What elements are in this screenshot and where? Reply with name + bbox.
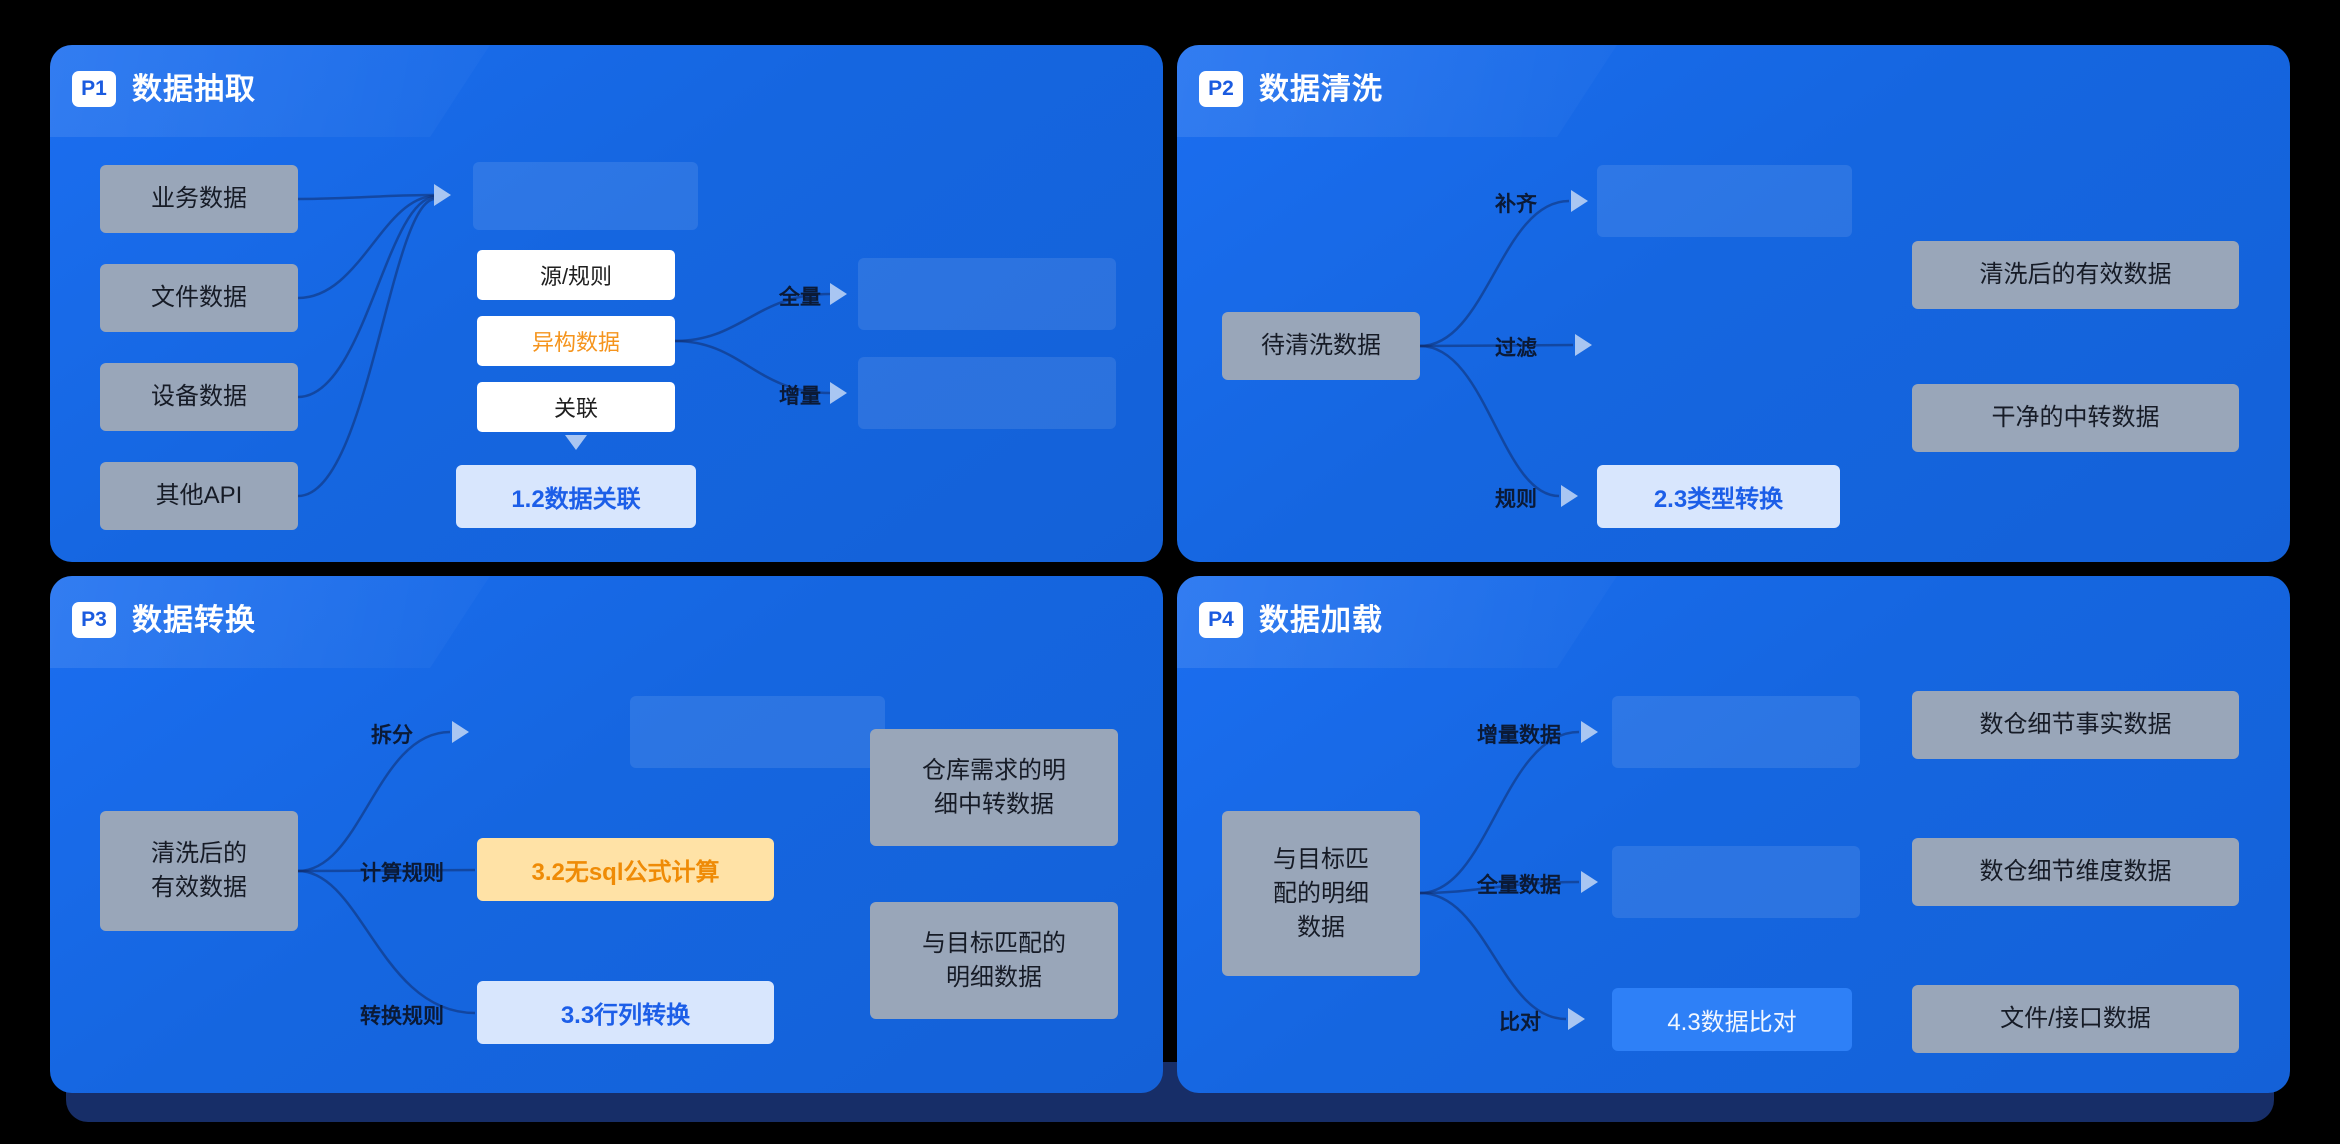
branch-label: 拆分	[371, 724, 413, 747]
arrow-right-icon	[1568, 1008, 1585, 1030]
input-node: 清洗后的有效数据	[100, 811, 298, 931]
step-node: 2.3类型转换	[1597, 465, 1840, 528]
branch-label: 增量	[779, 385, 821, 408]
connector-lines	[1419, 199, 1574, 498]
arrow-right-icon	[1581, 721, 1598, 743]
ghost-node	[473, 162, 698, 230]
step-node-pivot: 3.3行列转换	[477, 981, 774, 1044]
output-node: 文件/接口数据	[1912, 985, 2239, 1053]
output-node: 干净的中转数据	[1912, 384, 2239, 452]
panel-transform: P3 数据转换 清洗后的有效数据 拆分 计算规则 3.2无sql公式计算 转换规…	[50, 576, 1163, 1093]
rule-node: 源/规则	[477, 250, 675, 300]
panel-title: 数据抽取	[132, 73, 256, 106]
header-band	[50, 576, 490, 668]
branch-label: 过滤	[1495, 337, 1537, 360]
arrow-right-icon	[1561, 485, 1578, 507]
arrow-right-icon	[1581, 871, 1598, 893]
ghost-node	[1612, 696, 1860, 768]
panel-title: 数据加载	[1259, 604, 1383, 637]
branch-label: 全量数据	[1477, 874, 1561, 897]
panel-extract: P1 数据抽取 业务数据 文件数据 设备数据 其他API 源/规则 异构数据 关…	[50, 45, 1163, 562]
step-node-compare: 4.3数据比对	[1612, 988, 1852, 1051]
arrow-right-icon	[1575, 334, 1592, 356]
header-band	[50, 45, 490, 137]
ghost-node	[630, 696, 885, 768]
branch-label: 比对	[1499, 1011, 1541, 1034]
branch-label: 规则	[1495, 488, 1537, 511]
arrow-right-icon	[434, 184, 451, 206]
header-band	[1177, 45, 1617, 137]
arrow-right-icon	[452, 721, 469, 743]
header-band	[1177, 576, 1617, 668]
output-node: 仓库需求的明细中转数据	[870, 729, 1118, 846]
rule-node: 关联	[477, 382, 675, 432]
panel-clean: P2 数据清洗 待清洗数据 补齐 过滤 规则 2.3类型转换 清洗后的有效数据 …	[1177, 45, 2290, 562]
ghost-node	[858, 357, 1116, 429]
input-node: 与目标匹配的明细数据	[1222, 811, 1420, 976]
arrow-down-icon	[565, 435, 587, 450]
output-node: 数仓细节维度数据	[1912, 838, 2239, 906]
panel-badge: P3	[72, 602, 116, 638]
connector-lines	[297, 730, 476, 1015]
ghost-node	[1597, 165, 1852, 237]
branch-label: 计算规则	[360, 862, 444, 885]
ghost-node	[1612, 846, 1860, 918]
step-node: 1.2数据关联	[456, 465, 696, 528]
source-node: 其他API	[100, 462, 298, 530]
branch-label: 转换规则	[360, 1005, 444, 1028]
panel-badge: P4	[1199, 602, 1243, 638]
output-node: 数仓细节事实数据	[1912, 691, 2239, 759]
panel-title: 数据转换	[132, 604, 256, 637]
arrow-right-icon	[830, 283, 847, 305]
panel-load: P4 数据加载 与目标匹配的明细数据 增量数据 全量数据 比对 4.3数据比对 …	[1177, 576, 2290, 1093]
arrow-right-icon	[830, 382, 847, 404]
branch-label: 增量数据	[1477, 724, 1561, 747]
panel-badge: P1	[72, 71, 116, 107]
panel-badge: P2	[1199, 71, 1243, 107]
branch-label: 补齐	[1495, 193, 1537, 216]
source-node: 业务数据	[100, 165, 298, 233]
ghost-node	[858, 258, 1116, 330]
panel-title: 数据清洗	[1259, 73, 1383, 106]
source-node: 文件数据	[100, 264, 298, 332]
source-node: 设备数据	[100, 363, 298, 431]
step-node-calc: 3.2无sql公式计算	[477, 838, 774, 901]
connector-lines	[297, 193, 831, 498]
output-node: 与目标匹配的明细数据	[870, 902, 1118, 1019]
output-node: 清洗后的有效数据	[1912, 241, 2239, 309]
connector-lines	[1419, 730, 1580, 1021]
arrow-right-icon	[1571, 190, 1588, 212]
branch-label: 全量	[779, 286, 821, 309]
input-node: 待清洗数据	[1222, 312, 1420, 380]
rule-node-highlight: 异构数据	[477, 316, 675, 366]
